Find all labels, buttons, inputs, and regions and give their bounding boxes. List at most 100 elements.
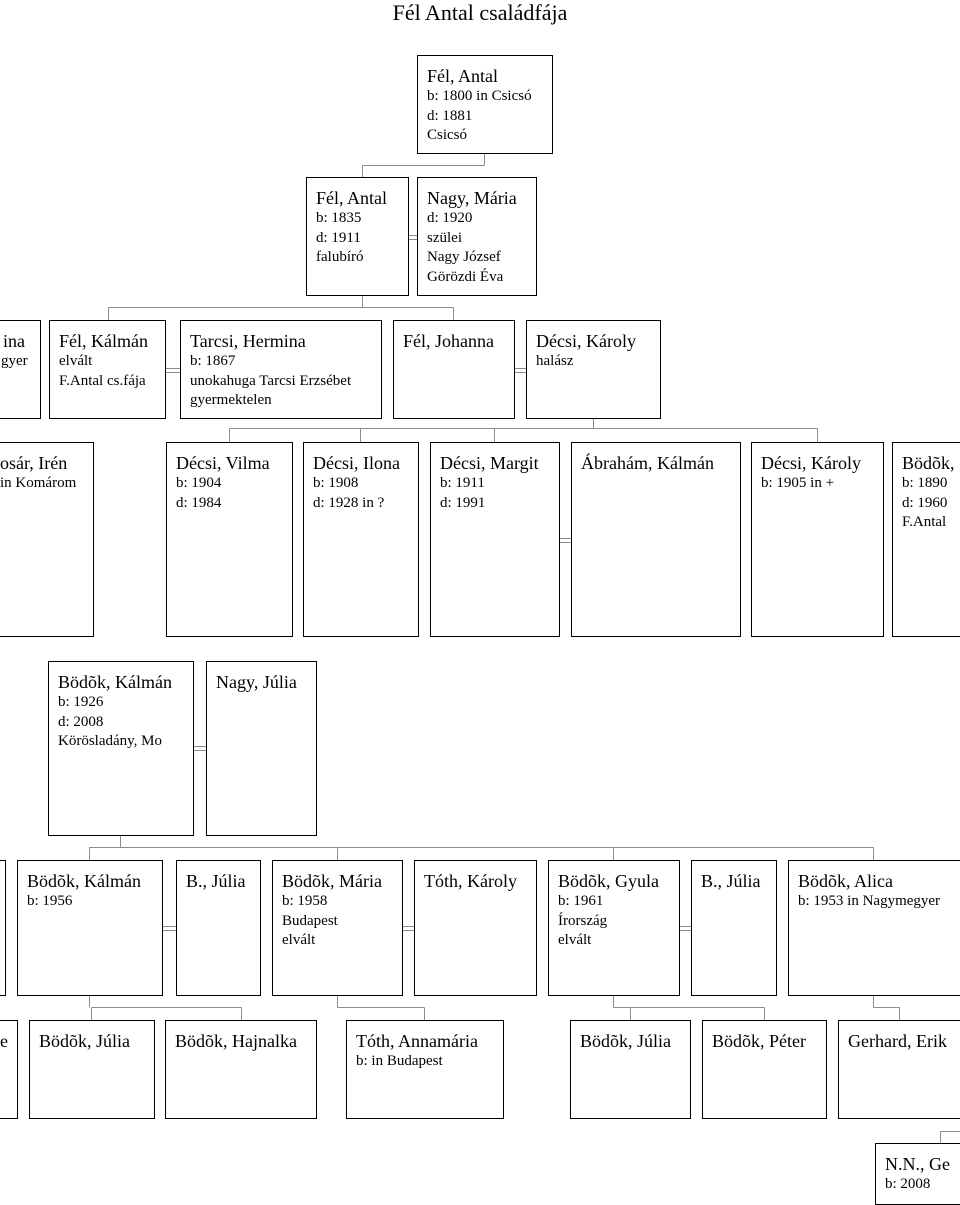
person-box: Décsi, Vilma b: 1904 d: 1984: [166, 442, 293, 637]
person-name: Décsi, Ilona: [313, 453, 400, 473]
person-detail: b: 1953 in Nagymegyer: [798, 893, 941, 909]
person-name: Décsi, Margit: [440, 453, 539, 473]
person-box: Ábrahám, Kálmán: [571, 442, 741, 637]
person-detail: d: 1920: [427, 210, 473, 226]
person-box: Fél, Kálmán elvált F.Antal cs.fája: [49, 320, 166, 419]
person-name: Décsi, Károly: [536, 331, 636, 351]
person-name: e: [0, 1031, 8, 1051]
person-box: ina gyer: [0, 320, 41, 419]
person-detail: b: 1890: [902, 475, 948, 491]
person-box: Bödõk, Hajnalka: [165, 1020, 317, 1119]
person-detail: halász: [536, 353, 574, 369]
person-name: Décsi, Károly: [761, 453, 861, 473]
person-detail: F.Antal: [902, 514, 947, 530]
person-box: [0, 860, 6, 996]
person-detail: d: 1928 in ?: [313, 494, 385, 511]
person-detail: d: 2008: [58, 713, 104, 730]
person-detail: d: 1881: [427, 107, 473, 124]
person-box: Tarcsi, Hermina b: 1867 unokahuga Tarcsi…: [180, 320, 382, 419]
person-name: Fél, Antal: [316, 188, 387, 208]
person-detail: Nagy József: [427, 249, 501, 265]
person-name: Décsi, Vilma: [176, 453, 270, 473]
person-detail: b: 1911: [440, 475, 485, 491]
person-detail: b: 1956: [27, 893, 73, 909]
person-box: Bödõk, b: 1890 d: 1960 F.Antal: [892, 442, 960, 637]
person-name: Tóth, Annamária: [356, 1031, 478, 1051]
person-detail: falubíró: [316, 249, 364, 265]
person-box: osár, Irén in Komárom: [0, 442, 94, 637]
person-name: Fél, Johanna: [403, 331, 494, 351]
person-detail: b: 2008: [885, 1176, 931, 1192]
person-detail: in Komárom: [0, 475, 77, 491]
person-name: Tóth, Károly: [424, 871, 517, 891]
person-detail: Körösladány, Mo: [58, 733, 163, 749]
person-detail: elvált: [59, 353, 93, 369]
person-detail: b: 1835: [316, 210, 362, 226]
person-box: Fél, Antal b: 1800 in Csicsó d: 1881 Csi…: [417, 55, 553, 154]
person-detail: b: 1961: [558, 893, 604, 909]
person-name: Bödõk, Hajnalka: [175, 1031, 297, 1051]
person-box: Bödõk, Kálmán b: 1926 d: 2008 Körösladán…: [48, 661, 194, 836]
person-box: N.N., Ge b: 2008: [875, 1143, 960, 1205]
person-detail: d: 1960: [902, 494, 948, 511]
person-name: Nagy, Mária: [427, 188, 517, 208]
person-box: Bödõk, Péter: [702, 1020, 827, 1119]
person-box: Bödõk, Gyula b: 1961 Írország elvált: [548, 860, 680, 996]
person-box: B., Júlia: [691, 860, 777, 996]
person-name: B., Júlia: [186, 871, 246, 891]
person-box: Bödõk, Kálmán b: 1956: [17, 860, 163, 996]
person-detail: b: in Budapest: [356, 1053, 443, 1069]
person-detail: unokahuga Tarcsi Erzsébet: [190, 372, 352, 389]
person-name: ina: [3, 331, 25, 351]
person-detail: b: 1905 in +: [761, 475, 835, 491]
person-box: Tóth, Annamária b: in Budapest: [346, 1020, 504, 1119]
person-box: Décsi, Károly b: 1905 in +: [751, 442, 884, 637]
person-detail: F.Antal cs.fája: [59, 372, 146, 389]
person-name: Bödõk, Gyula: [558, 871, 659, 891]
person-name: osár, Irén: [0, 453, 68, 473]
person-detail: gyer: [1, 353, 28, 369]
person-box: e: [0, 1020, 18, 1119]
person-detail: elvált: [282, 932, 316, 948]
person-box: Tóth, Károly: [414, 860, 537, 996]
person-detail: b: 1958: [282, 893, 328, 909]
person-box: Bödõk, Júlia: [29, 1020, 155, 1119]
person-name: Tarcsi, Hermina: [190, 331, 306, 351]
person-box: Bödõk, Júlia: [570, 1020, 691, 1119]
person-box: Bödõk, Mária b: 1958 Budapest elvált: [272, 860, 403, 996]
person-name: Nagy, Júlia: [216, 672, 297, 692]
person-box: Décsi, Ilona b: 1908 d: 1928 in ?: [303, 442, 419, 637]
person-detail: Görözdi Éva: [427, 268, 504, 285]
person-box: Fél, Johanna: [393, 320, 515, 419]
person-detail: b: 1908: [313, 475, 359, 491]
person-detail: d: 1984: [176, 494, 222, 511]
person-detail: gyermektelen: [190, 392, 272, 408]
person-detail: szülei: [427, 229, 462, 246]
person-name: Bödõk, Kálmán: [27, 871, 141, 891]
person-name: Bödõk, Kálmán: [58, 672, 172, 692]
person-box: B., Júlia: [176, 860, 261, 996]
person-detail: elvált: [558, 932, 592, 948]
person-name: Bödõk, Alica: [798, 871, 893, 891]
person-detail: b: 1904: [176, 475, 222, 491]
person-name: Fél, Kálmán: [59, 331, 148, 351]
person-box: Gerhard, Erik: [838, 1020, 960, 1119]
person-detail: Budapest: [282, 912, 338, 929]
person-name: Fél, Antal: [427, 66, 498, 86]
person-name: Bödõk, Mária: [282, 871, 382, 891]
person-box: Fél, Antal b: 1835 d: 1911 falubíró: [306, 177, 409, 296]
person-box: Bödõk, Alica b: 1953 in Nagymegyer: [788, 860, 960, 996]
person-detail: d: 1911: [316, 229, 361, 246]
person-detail: Írország: [558, 912, 608, 929]
person-detail: b: 1926: [58, 694, 104, 710]
person-box: Nagy, Júlia: [206, 661, 317, 836]
person-name: Bödõk, Péter: [712, 1031, 806, 1051]
person-name: Bödõk, Júlia: [39, 1031, 131, 1051]
person-name: N.N., Ge: [885, 1154, 950, 1174]
person-name: Bödõk,: [902, 453, 955, 473]
person-detail: d: 1991: [440, 494, 486, 511]
chart-title: Fél Antal családfája: [392, 0, 568, 25]
person-name: Gerhard, Erik: [848, 1031, 947, 1051]
person-name: Ábrahám, Kálmán: [581, 453, 714, 473]
